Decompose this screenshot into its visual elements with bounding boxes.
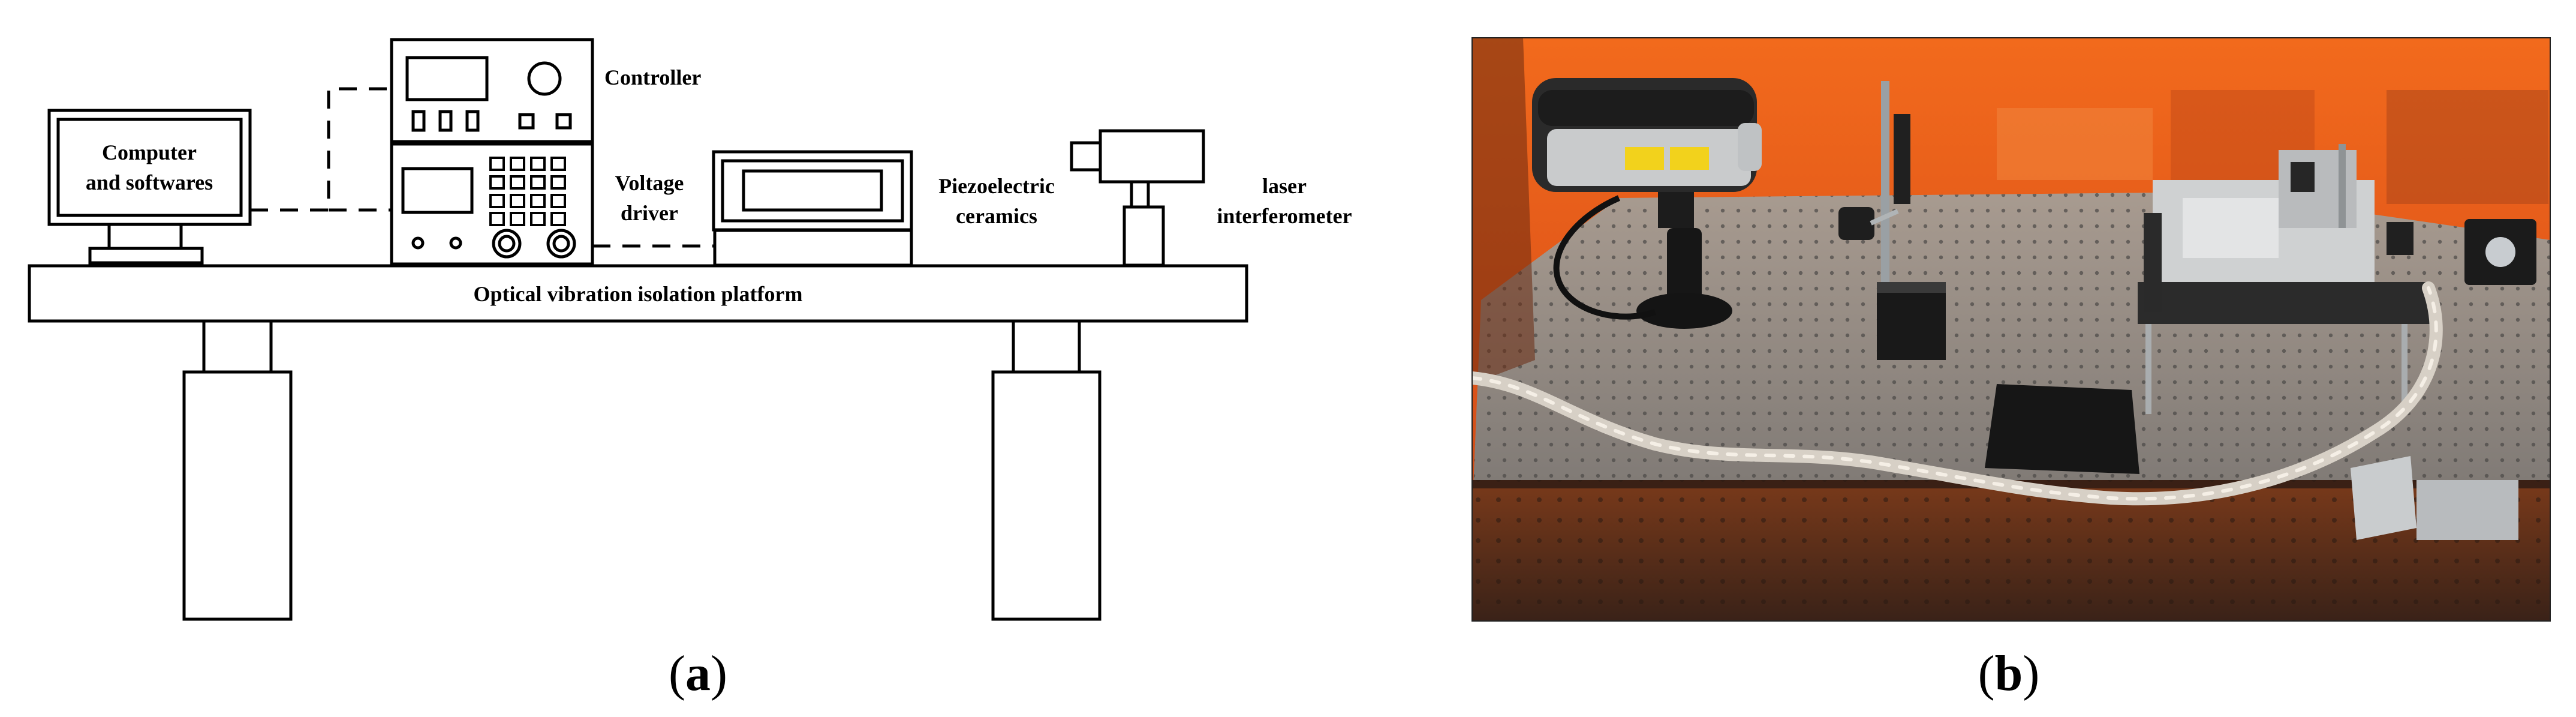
laser-head [1532,78,1762,329]
controller-unit [390,38,594,143]
caption-a: (a) [669,646,727,701]
black-plate [1985,384,2139,474]
label-controller: Controller [604,65,701,89]
voltage-driver-unit [390,142,594,266]
panel-b-photo [1471,37,2551,622]
piezo-stage [2138,144,2440,414]
label-platform: Optical vibration isolation platform [474,282,803,306]
laser-interferometer-unit [1070,129,1205,267]
connection-lines [250,87,715,248]
caption-b: (b) [1978,646,2040,701]
label-piezoelectric: Piezoelectric [938,174,1055,198]
motor-box [2464,219,2536,285]
label-computer: Computer [102,140,197,164]
piezoelectric-ceramics-unit [712,150,913,267]
magnetic-stand [1838,81,1946,360]
keypad-buttons [489,157,566,226]
label-voltage: Voltage [615,171,684,195]
panel-a-labels: Computer and softwares Controller Voltag… [86,65,1352,306]
label-and-softwares: and softwares [86,170,213,194]
label-driver: driver [621,201,678,225]
isolation-platform [28,264,1248,323]
label-ceramics: ceramics [956,204,1037,228]
label-laser: laser [1262,174,1307,198]
panel-a-diagram [28,38,1248,621]
label-interferometer: interferometer [1217,204,1352,228]
computer-monitor [47,109,252,265]
platform-legs [182,319,1102,621]
